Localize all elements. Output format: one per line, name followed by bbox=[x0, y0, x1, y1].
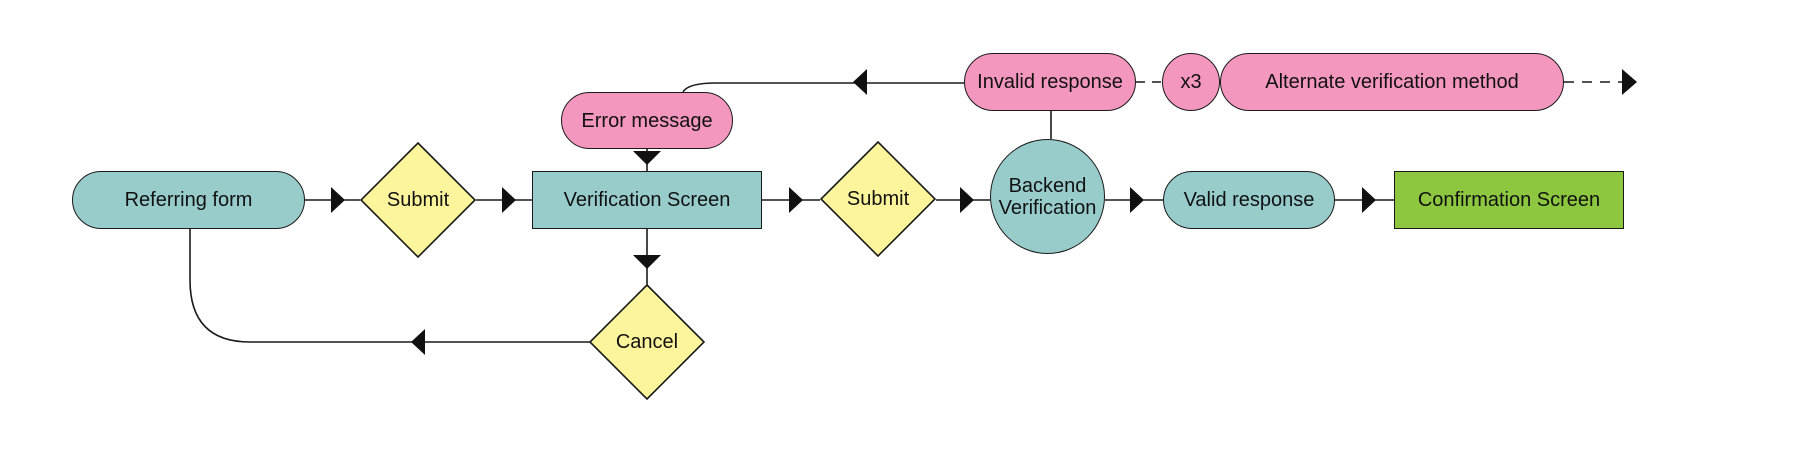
arrowhead-right bbox=[960, 187, 974, 213]
verification-screen-label: Verification Screen bbox=[563, 189, 731, 211]
retry-count-node: x3 bbox=[1162, 53, 1220, 111]
arrowhead-down bbox=[633, 151, 661, 165]
valid-response-label: Valid response bbox=[1183, 189, 1315, 211]
edge-cancel-to-form bbox=[189, 229, 590, 343]
submit-1-label: Submit bbox=[386, 188, 450, 211]
verification-screen-node: Verification Screen bbox=[532, 171, 762, 229]
submit-decision-1: Submit bbox=[360, 142, 476, 258]
alternate-method-node: Alternate verification method bbox=[1220, 53, 1564, 111]
arrowhead-right bbox=[1362, 187, 1376, 213]
arrowhead-left bbox=[411, 329, 425, 355]
referring-form-node: Referring form bbox=[72, 171, 305, 229]
submit-2-label: Submit bbox=[846, 187, 910, 210]
valid-response-node: Valid response bbox=[1163, 171, 1335, 229]
arrowhead-right bbox=[502, 187, 516, 213]
backend-label-line1: Backend bbox=[1008, 174, 1087, 197]
arrowhead-down bbox=[633, 255, 661, 269]
submit-decision-2: Submit bbox=[820, 141, 936, 257]
cancel-decision: Cancel bbox=[589, 284, 705, 400]
confirmation-screen-label: Confirmation Screen bbox=[1417, 189, 1601, 211]
arrowhead-left bbox=[853, 69, 867, 95]
invalid-response-node: Invalid response bbox=[964, 53, 1136, 111]
arrowhead-right bbox=[331, 187, 345, 213]
backend-verification-node: Backend Verification bbox=[990, 139, 1105, 254]
retry-count-label: x3 bbox=[1180, 71, 1202, 93]
backend-label-line2: Verification bbox=[998, 196, 1097, 219]
arrowhead-right bbox=[1622, 69, 1637, 95]
confirmation-screen-node: Confirmation Screen bbox=[1394, 171, 1624, 229]
arrowhead-right bbox=[1130, 187, 1144, 213]
error-message-node: Error message bbox=[561, 92, 733, 149]
cancel-label: Cancel bbox=[615, 330, 679, 353]
referring-form-label: Referring form bbox=[124, 189, 253, 211]
invalid-response-label: Invalid response bbox=[977, 71, 1123, 93]
edge-invalid-to-error bbox=[682, 82, 964, 93]
error-message-label: Error message bbox=[581, 109, 713, 132]
alternate-method-label: Alternate verification method bbox=[1265, 71, 1519, 93]
arrowhead-right bbox=[789, 187, 803, 213]
